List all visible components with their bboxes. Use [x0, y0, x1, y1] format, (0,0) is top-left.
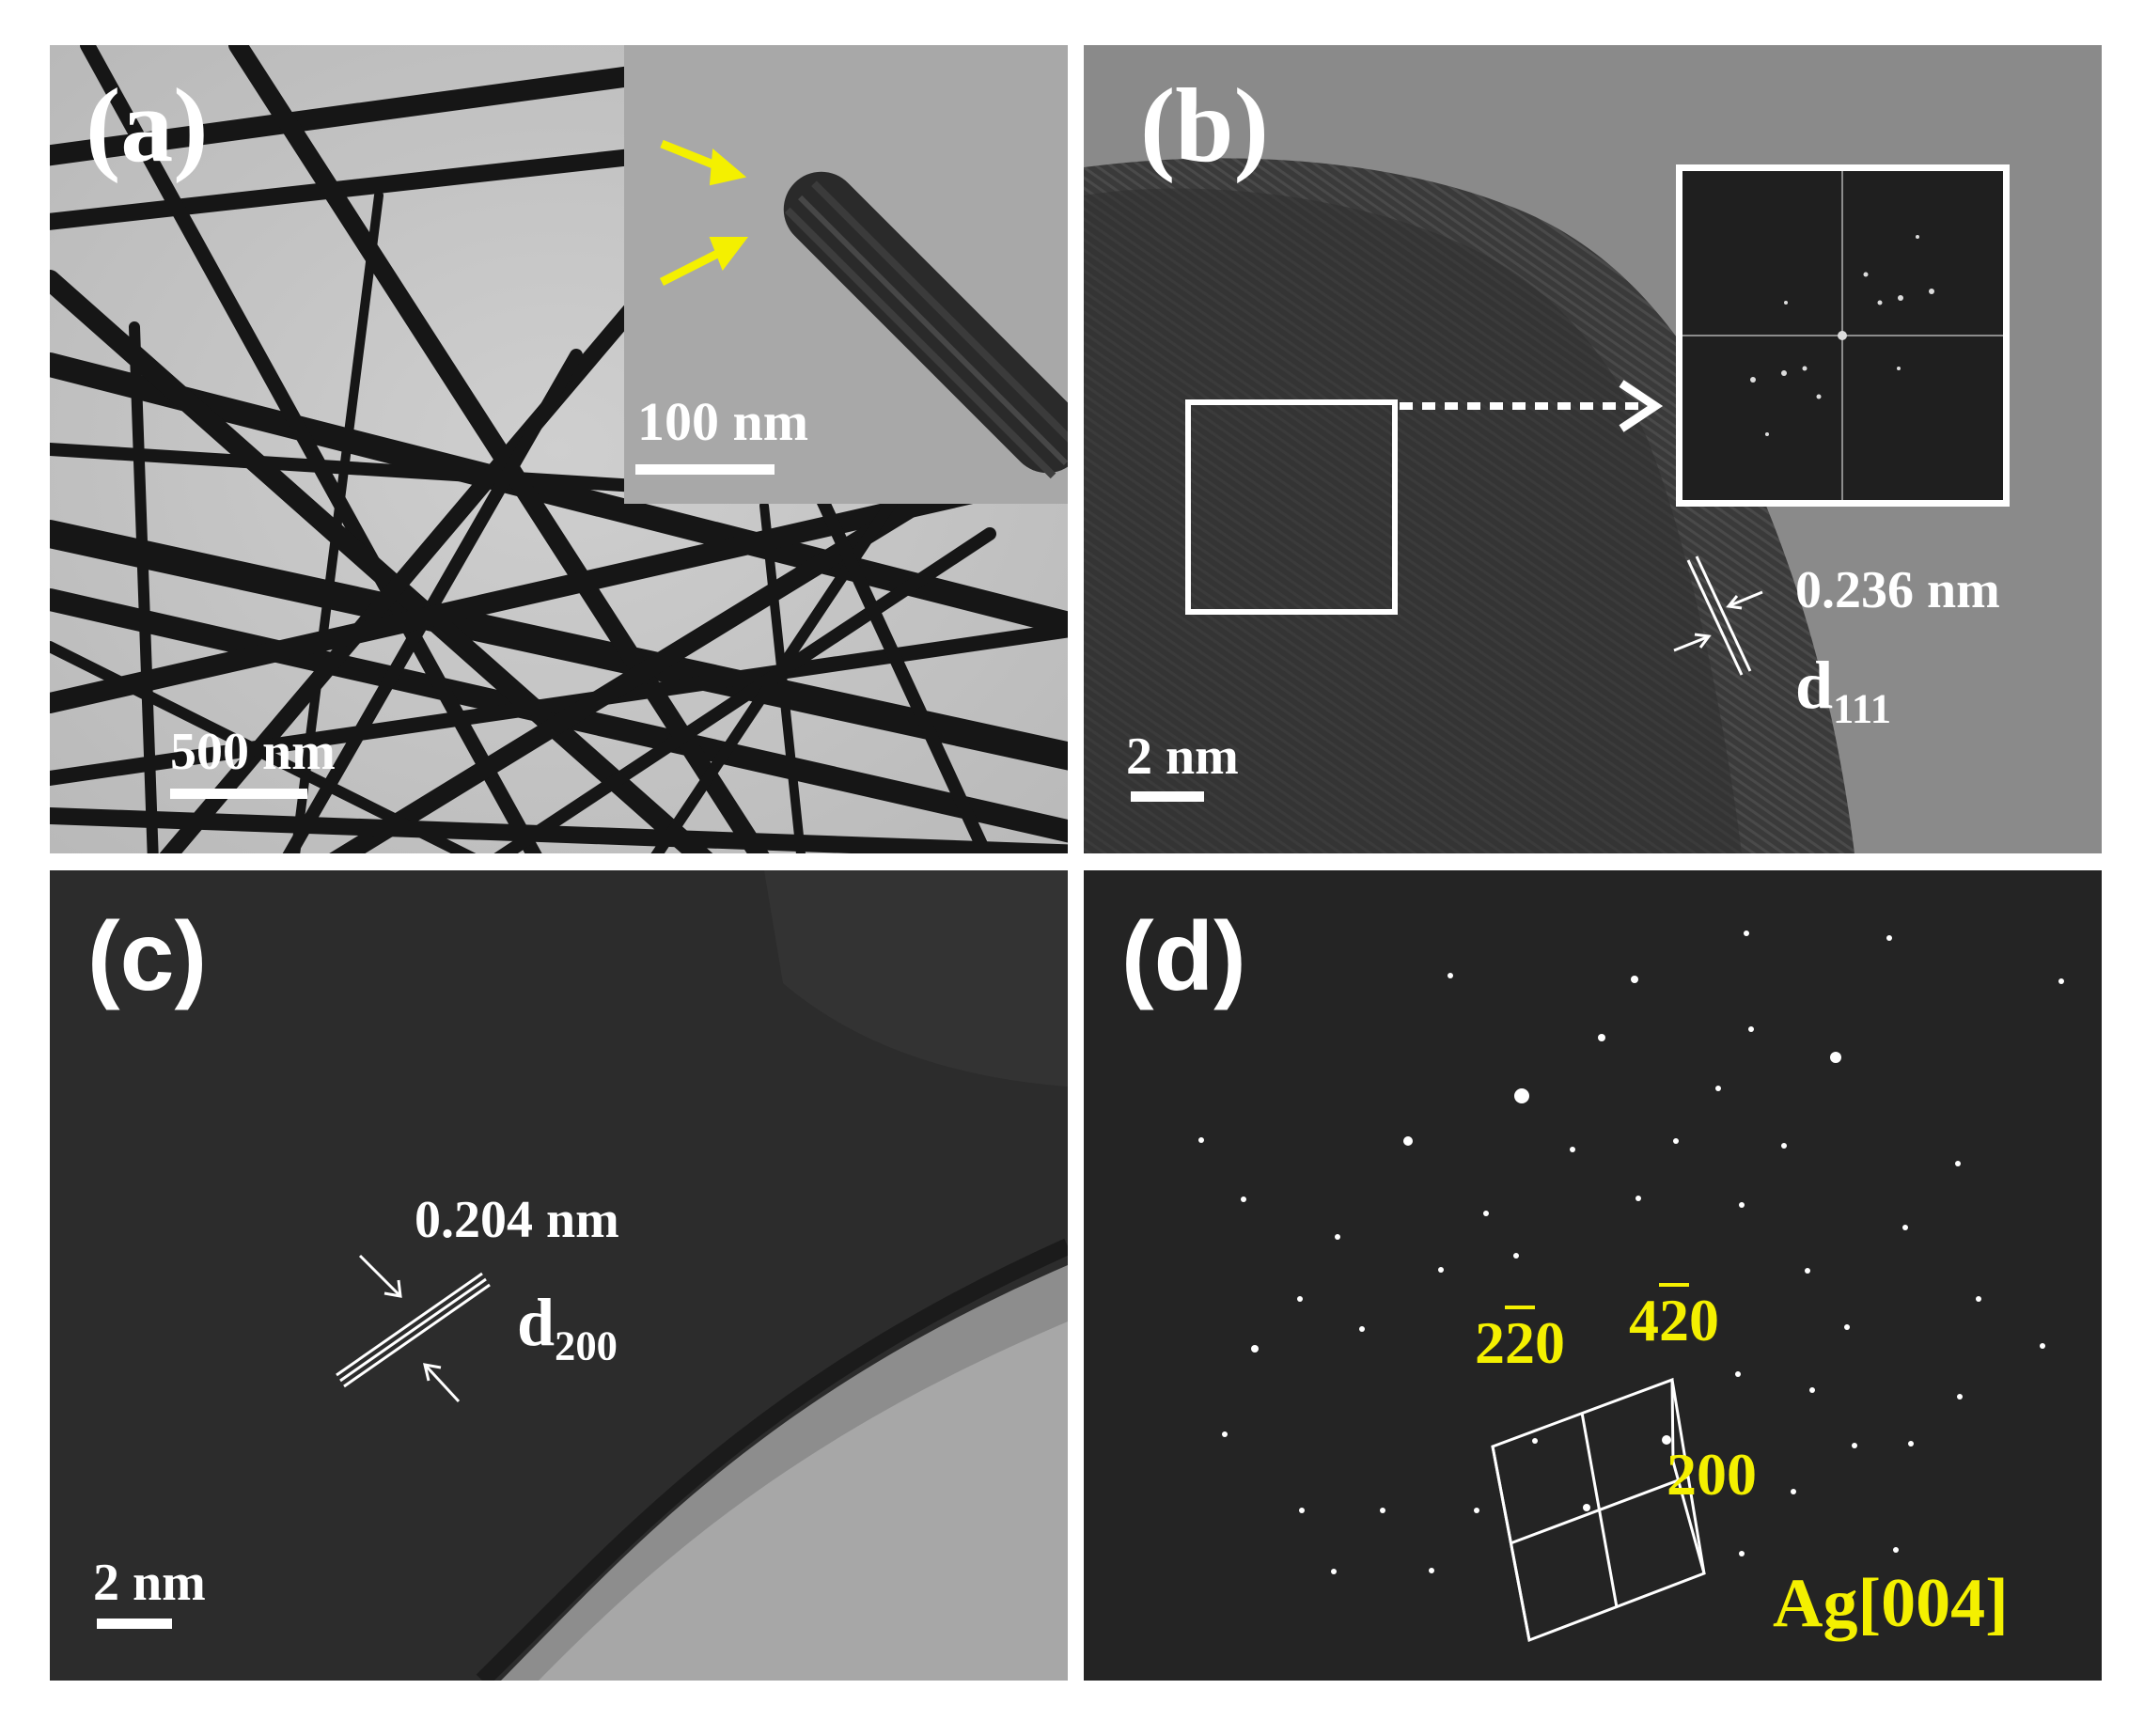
panel-b: (b) — [1084, 45, 2102, 853]
panel-b-scale-bar — [1131, 791, 1204, 802]
panel-c-scale-label: 2 nm — [93, 1554, 206, 1612]
inset-scale-label: 100 nm — [637, 391, 809, 452]
dotted-arrow-icon — [1400, 380, 1664, 432]
fft-inset — [1676, 164, 2010, 507]
hrtem-image-c — [50, 870, 1068, 1681]
panel-a-scale-label: 500 nm — [170, 723, 336, 781]
selected-region-box — [1185, 399, 1398, 615]
panel-a-label: (a) — [86, 68, 209, 184]
panel-c-scale-bar — [97, 1619, 172, 1629]
fft-pattern-image — [1682, 171, 2003, 500]
panel-a: (a) 100 nm 500 nm — [50, 45, 1068, 853]
spacing-label-b: 0.236 nm — [1795, 561, 2000, 619]
index-label-220: 220 — [1475, 1309, 1565, 1376]
panel-c-label: (c) — [87, 902, 208, 1011]
zone-axis-label: Ag[004] — [1773, 1565, 2009, 1642]
plane-label-c: d200 — [517, 1285, 618, 1369]
panel-b-label: (b) — [1140, 68, 1269, 184]
lattice-spacing-marker — [1673, 555, 1763, 676]
panel-d: (d) 220 420 200 Ag[004] — [1084, 870, 2102, 1681]
panel-a-inset: 100 nm — [624, 45, 1068, 504]
index-label-420: 420 — [1629, 1287, 1719, 1353]
diffraction-pattern-image — [1084, 870, 2102, 1681]
inset-scale-bar — [635, 464, 775, 475]
lattice-spacing-marker-c — [336, 1254, 491, 1403]
nanowire-tip-image — [624, 45, 1068, 504]
index-label-200: 200 — [1667, 1441, 1757, 1508]
panel-b-scale-label: 2 nm — [1126, 727, 1239, 786]
panel-d-label: (d) — [1121, 902, 1246, 1011]
spacing-label-c: 0.204 nm — [415, 1191, 619, 1249]
arrow-icon — [659, 139, 749, 287]
panel-a-scale-bar — [170, 789, 307, 799]
plane-label-b: d111 — [1795, 648, 1892, 732]
panel-c: (c) 0.204 nm d200 2 nm — [50, 870, 1068, 1681]
